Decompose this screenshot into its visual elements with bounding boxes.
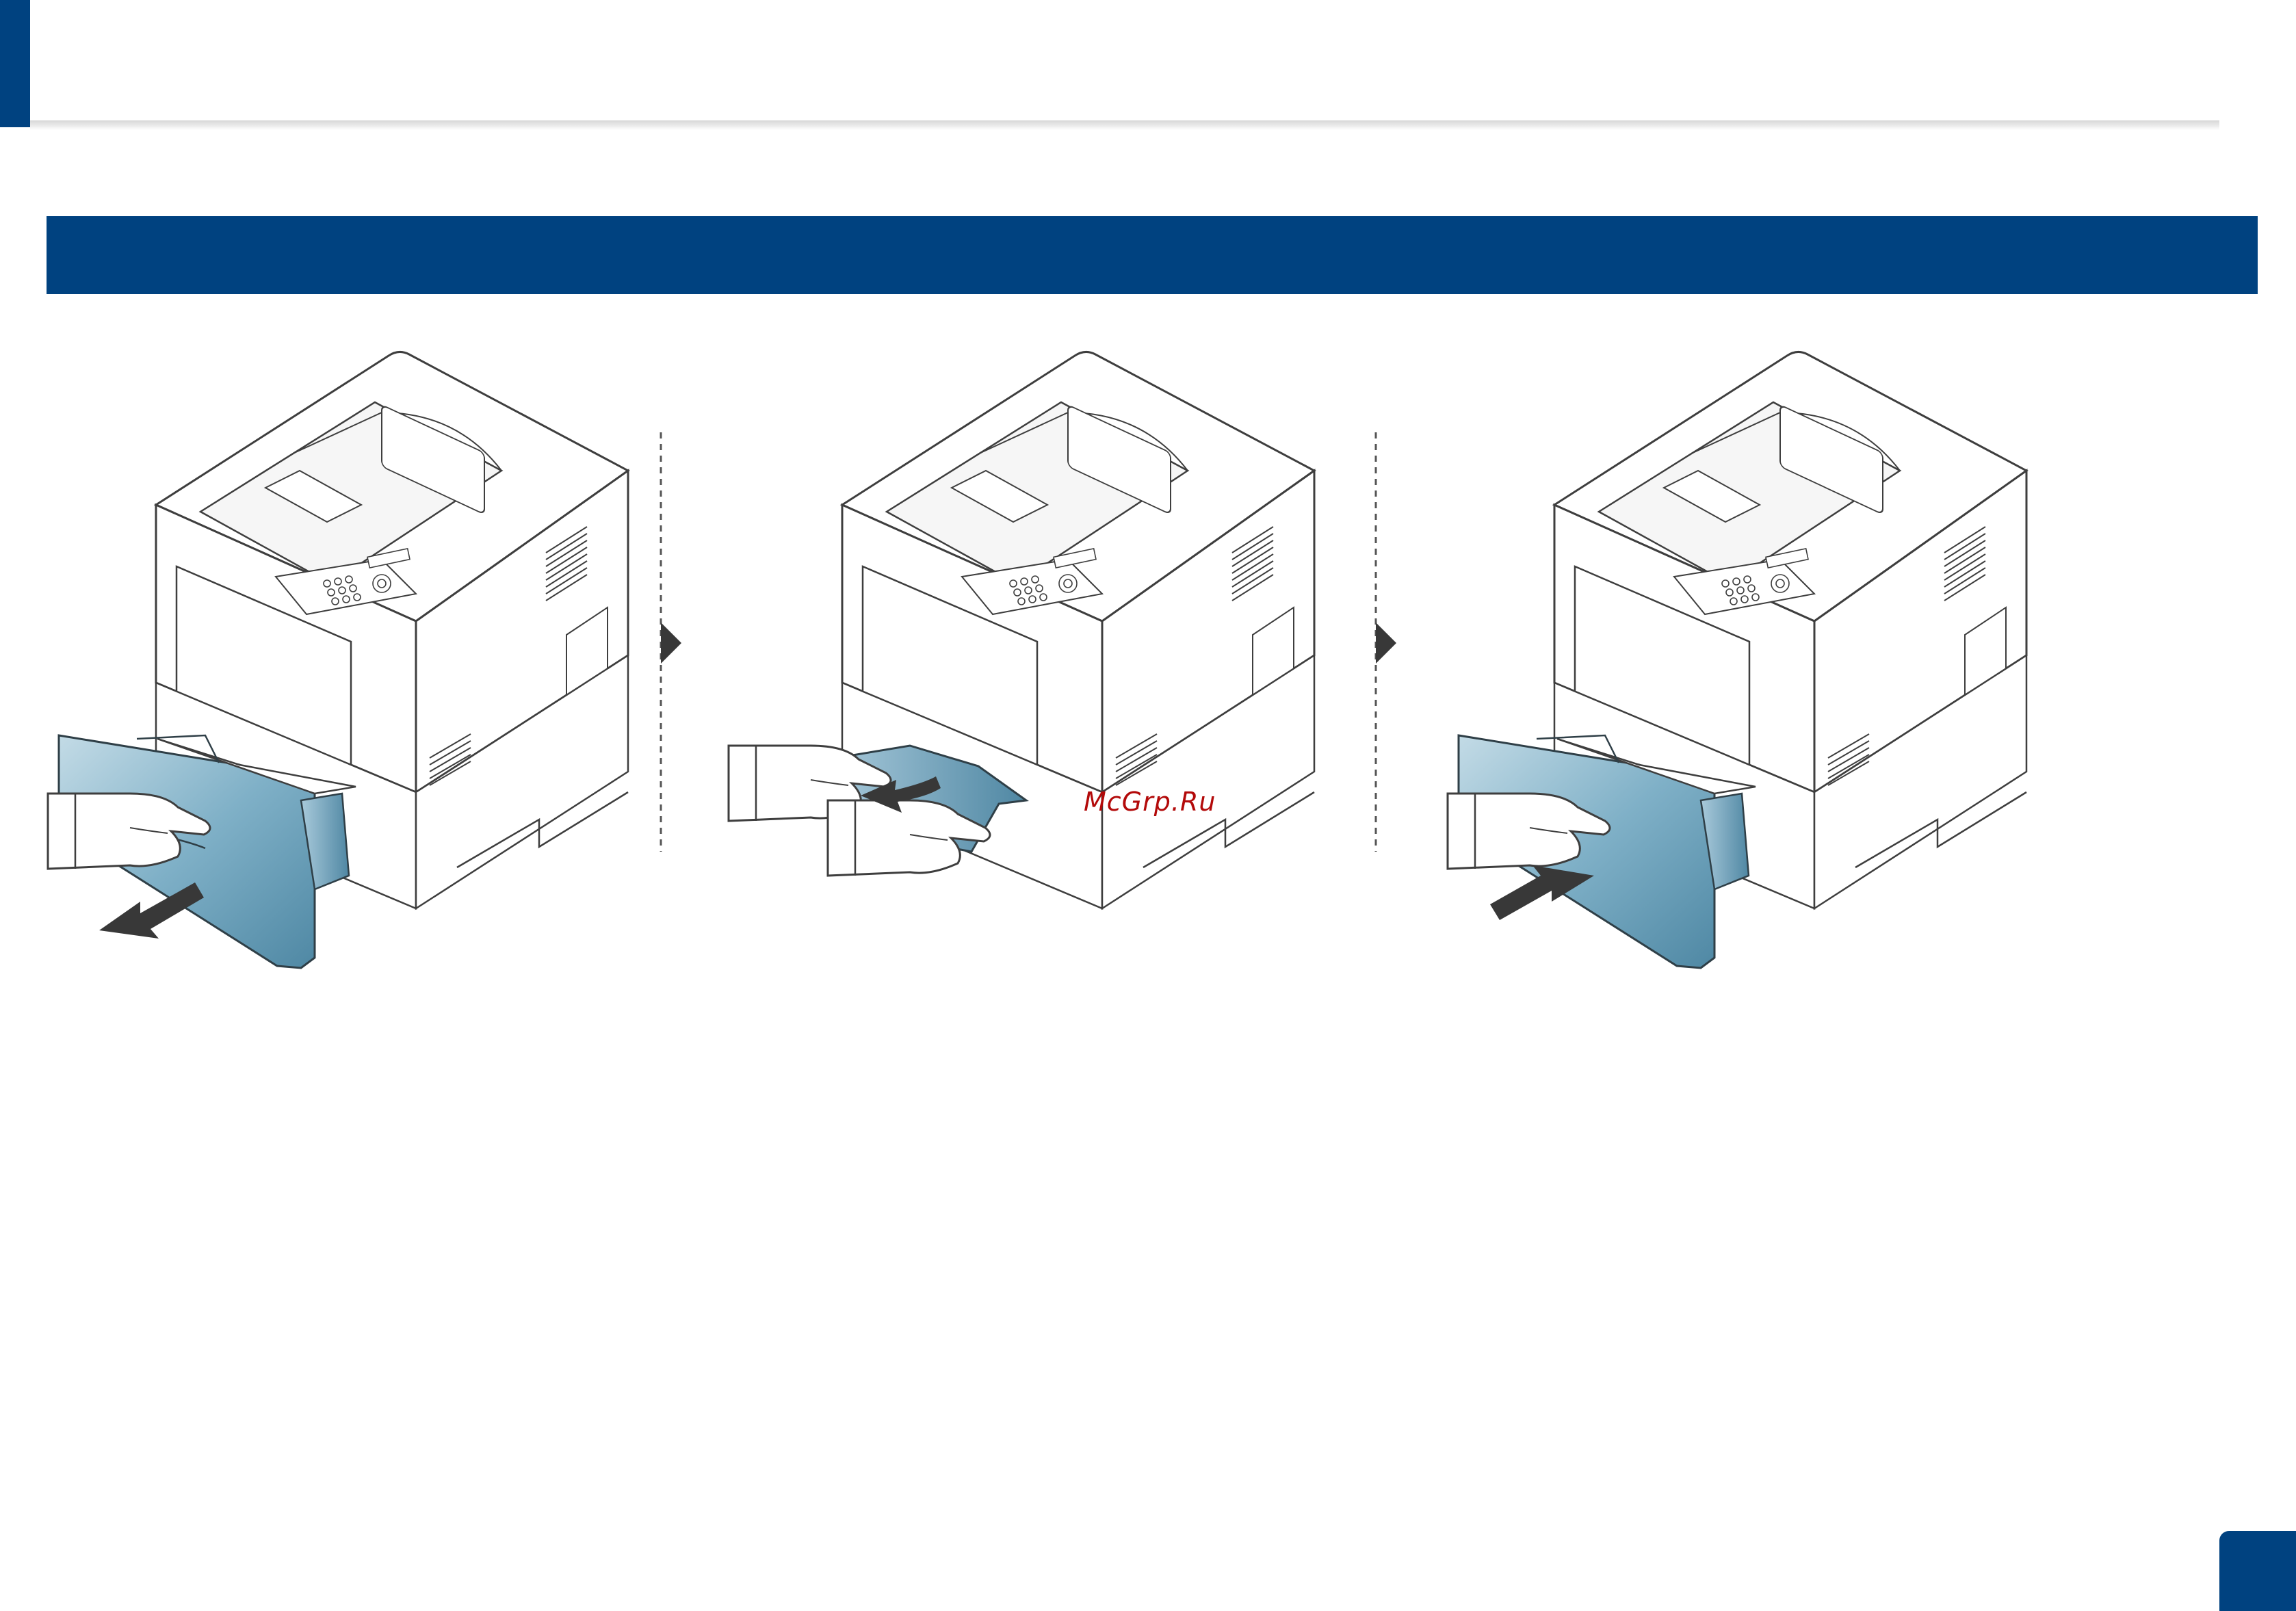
watermark-text: McGrp.Ru [1084,787,1216,817]
step-separator-1 [661,432,681,852]
page-number-badge [2219,1531,2296,1611]
step-2-remove-jammed-paper [729,352,1314,908]
step-separator-2 [1376,432,1396,852]
step-1-pull-out-tray [48,352,628,968]
step-3-insert-tray [1448,352,2026,968]
chevron-right-icon [1376,623,1396,664]
chevron-right-icon [661,623,681,664]
